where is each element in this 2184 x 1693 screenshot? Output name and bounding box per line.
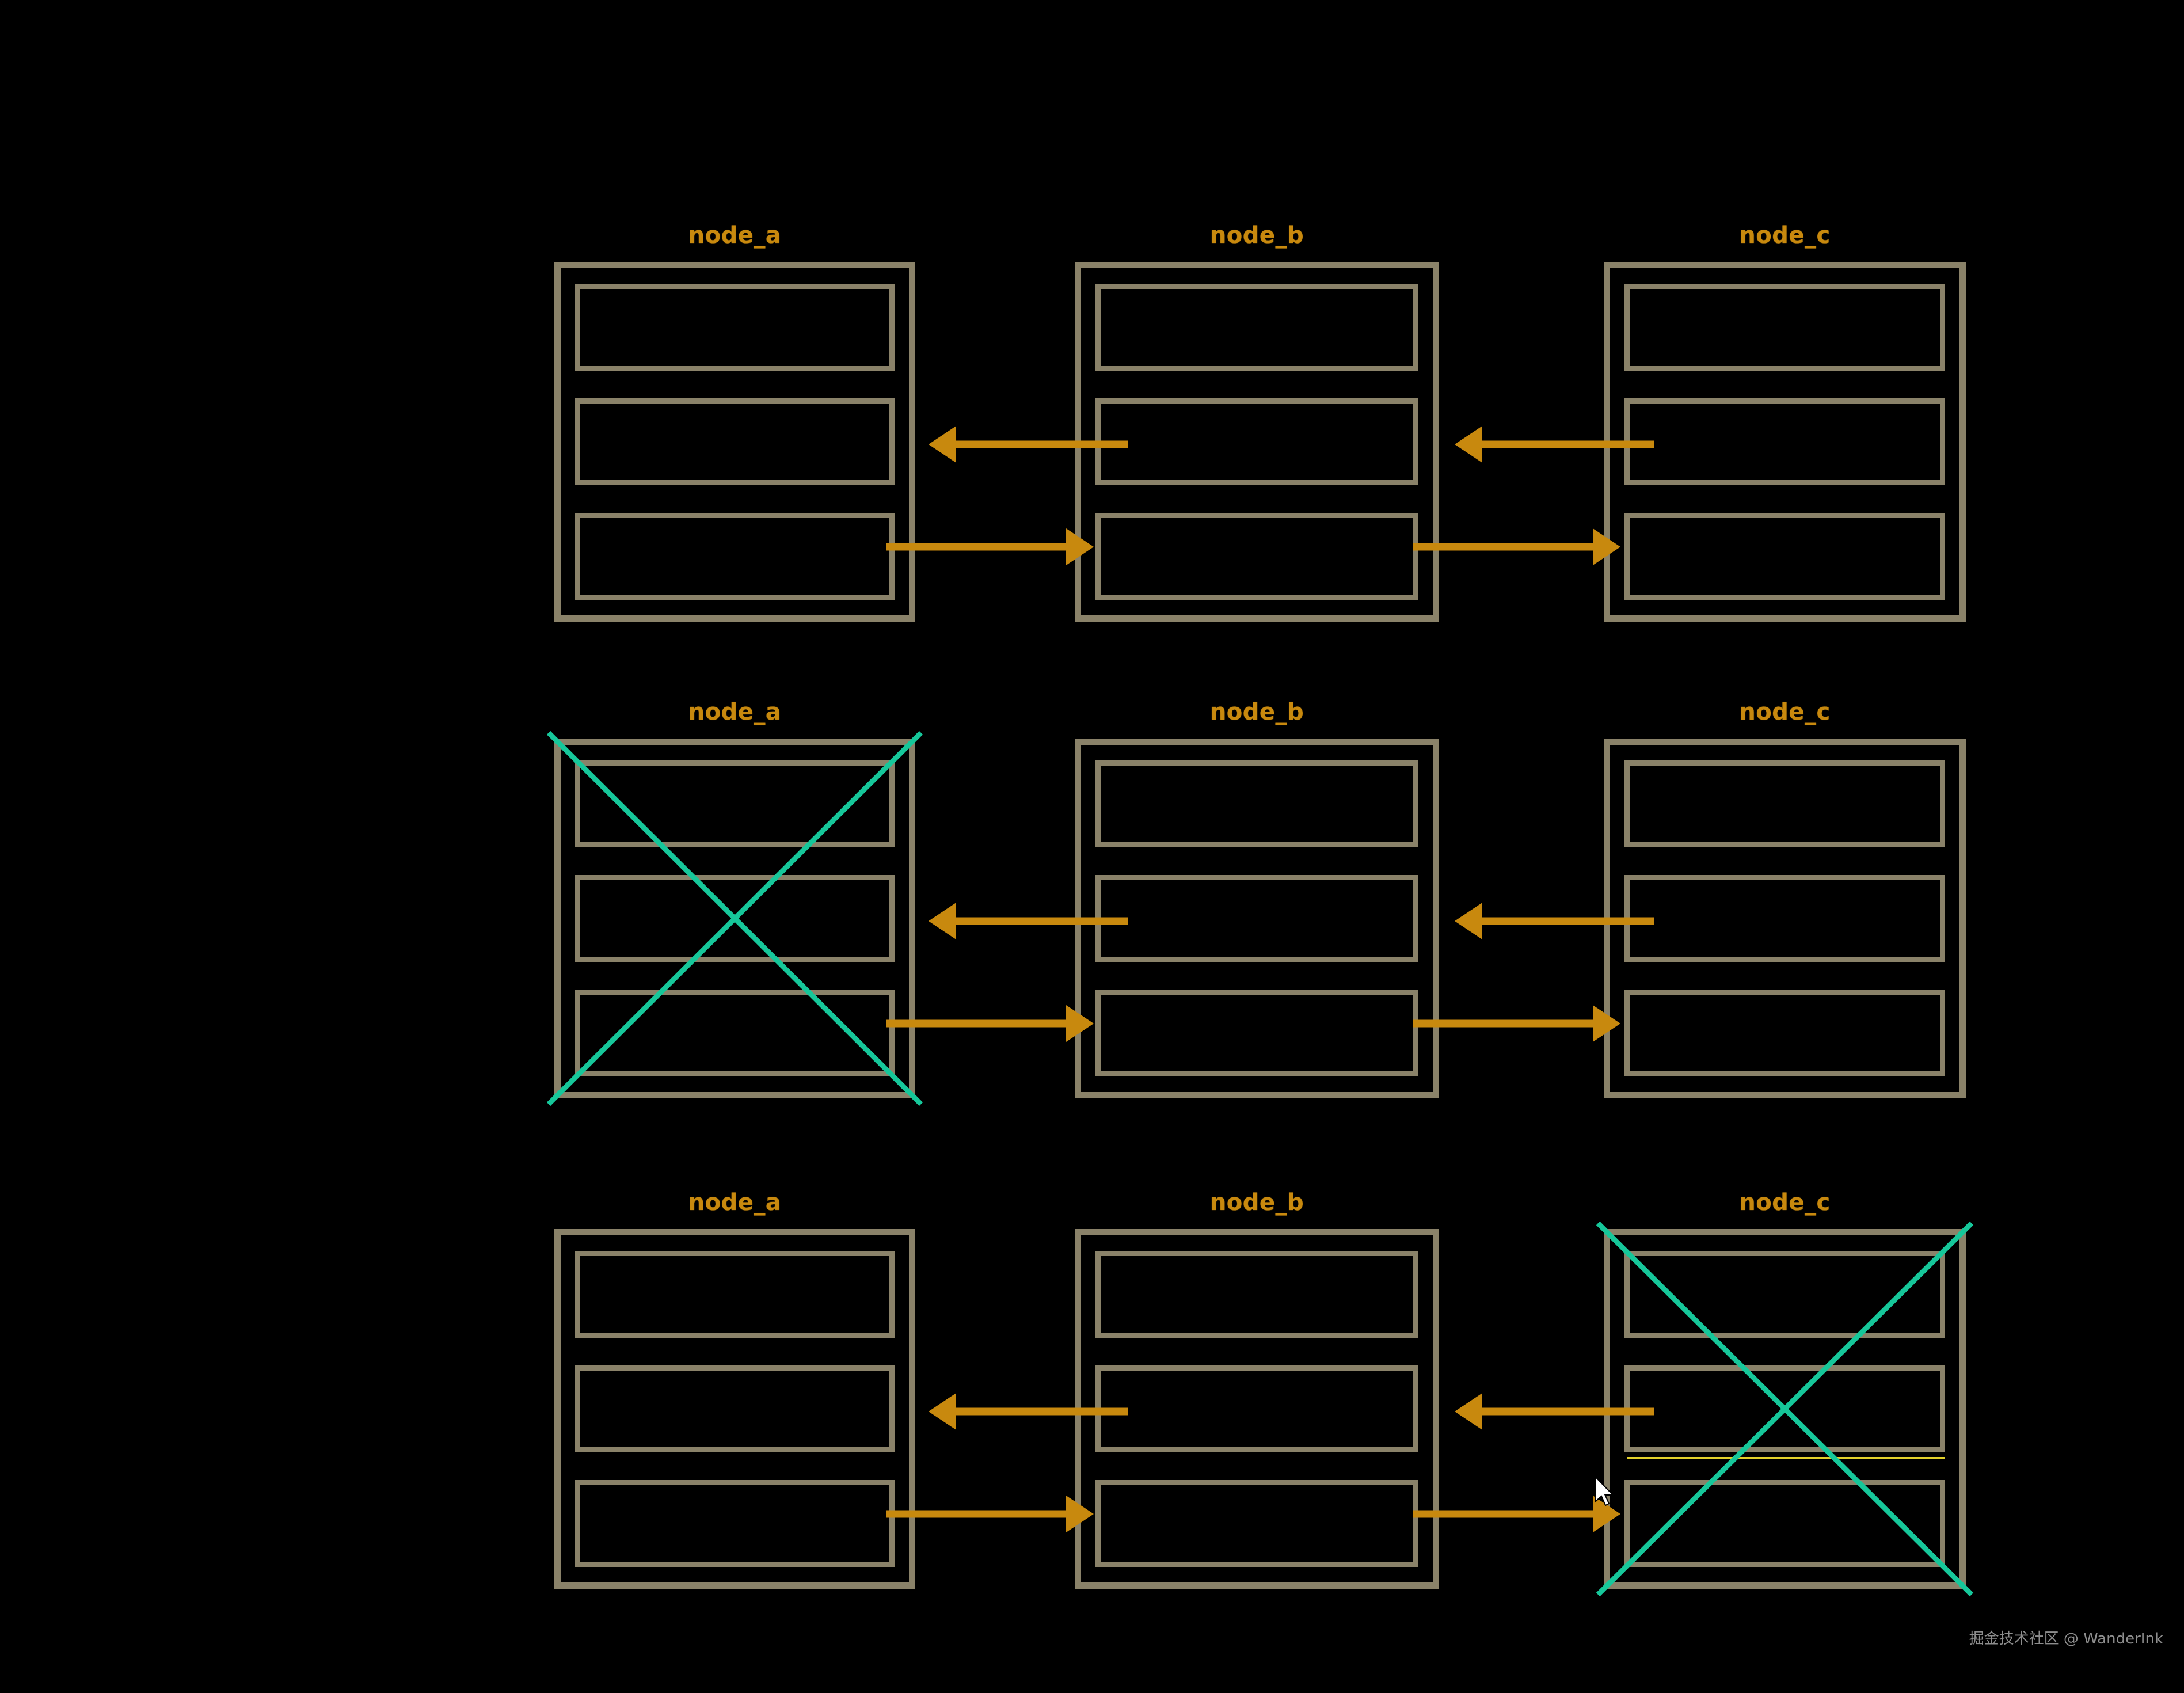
node-slots — [575, 1251, 895, 1567]
node-slot[interactable] — [575, 1480, 895, 1567]
arrow-shaft — [1482, 917, 1654, 925]
node-slot[interactable] — [1624, 513, 1945, 600]
node-r3-node-b[interactable]: node_b — [1075, 1191, 1439, 1589]
node-label: node_c — [1739, 1189, 1831, 1216]
node-r2-node-c[interactable]: node_c — [1604, 701, 1966, 1098]
node-slot[interactable] — [575, 1365, 895, 1452]
arrow-head-left-icon — [1455, 426, 1482, 463]
node-slot[interactable] — [575, 398, 895, 485]
node-label: node_c — [1739, 699, 1831, 725]
arrow-head-left-icon — [1455, 903, 1482, 939]
node-slots — [1624, 284, 1945, 600]
node-slot[interactable] — [1624, 1365, 1945, 1452]
slot-hover-highlight — [1627, 1457, 1945, 1459]
node-label: node_a — [688, 699, 782, 725]
node-slot[interactable] — [1095, 990, 1418, 1076]
node-r2-node-b[interactable]: node_b — [1075, 701, 1439, 1098]
arrow-head-right-icon — [1066, 1496, 1094, 1532]
node-r2-node-a[interactable]: node_a — [546, 701, 923, 1106]
arrow-shaft — [886, 543, 1066, 551]
arrow-shaft — [1413, 543, 1593, 551]
node-slot[interactable] — [575, 875, 895, 962]
node-slot[interactable] — [1624, 875, 1945, 962]
node-slots — [1095, 1251, 1418, 1567]
arrow-head-right-icon — [1593, 1005, 1620, 1042]
node-slot[interactable] — [1095, 398, 1418, 485]
node-slots — [1095, 284, 1418, 600]
node-slot[interactable] — [1624, 284, 1945, 371]
arrow-shaft — [1413, 1510, 1593, 1518]
node-r1-node-c[interactable]: node_c — [1604, 224, 1966, 622]
arrow-head-left-icon — [929, 426, 956, 463]
node-slots — [575, 760, 895, 1076]
arrow-shaft — [1482, 1407, 1654, 1416]
arrow-shaft — [886, 1019, 1066, 1028]
arrow-shaft — [1413, 1019, 1593, 1028]
node-slot[interactable] — [1624, 398, 1945, 485]
arrow-head-right-icon — [1066, 528, 1094, 565]
node-slot[interactable] — [1624, 1251, 1945, 1338]
node-label: node_a — [688, 1189, 782, 1216]
node-slots — [1095, 760, 1418, 1076]
node-label: node_c — [1739, 222, 1831, 249]
watermark: 掘金技术社区 @ WanderInk — [1969, 1630, 2163, 1648]
node-r1-node-b[interactable]: node_b — [1075, 224, 1439, 622]
arrow-shaft — [1482, 440, 1654, 448]
node-slot[interactable] — [575, 990, 895, 1076]
node-slot[interactable] — [575, 1251, 895, 1338]
node-slot[interactable] — [575, 513, 895, 600]
node-slot[interactable] — [1095, 760, 1418, 847]
node-slot[interactable] — [1095, 1365, 1418, 1452]
arrow-shaft — [886, 1510, 1066, 1518]
node-label: node_a — [688, 222, 782, 249]
node-slot[interactable] — [575, 284, 895, 371]
node-slot[interactable] — [1095, 513, 1418, 600]
node-slot[interactable] — [1095, 1480, 1418, 1567]
arrow-shaft — [956, 917, 1128, 925]
node-slot[interactable] — [1624, 990, 1945, 1076]
node-slot[interactable] — [1624, 1480, 1945, 1567]
arrow-shaft — [956, 1407, 1128, 1416]
arrow-head-left-icon — [929, 903, 956, 939]
node-label: node_b — [1209, 222, 1304, 249]
node-label: node_b — [1209, 699, 1304, 725]
arrow-head-right-icon — [1066, 1005, 1094, 1042]
node-slot[interactable] — [1095, 284, 1418, 371]
node-slot[interactable] — [1095, 1251, 1418, 1338]
node-r1-node-a[interactable]: node_a — [554, 224, 915, 622]
node-slot[interactable] — [575, 760, 895, 847]
node-slots — [1624, 760, 1945, 1076]
node-slots — [575, 284, 895, 600]
node-slots — [1624, 1251, 1945, 1567]
arrow-head-right-icon — [1593, 528, 1620, 565]
node-slot[interactable] — [1624, 760, 1945, 847]
arrow-head-left-icon — [1455, 1393, 1482, 1430]
arrow-shaft — [956, 440, 1128, 448]
node-label: node_b — [1209, 1189, 1304, 1216]
node-slot[interactable] — [1095, 875, 1418, 962]
arrow-head-left-icon — [929, 1393, 956, 1430]
node-r3-node-a[interactable]: node_a — [554, 1191, 915, 1589]
node-r3-node-c[interactable]: node_c — [1596, 1191, 1974, 1597]
arrow-head-right-icon — [1593, 1496, 1620, 1532]
